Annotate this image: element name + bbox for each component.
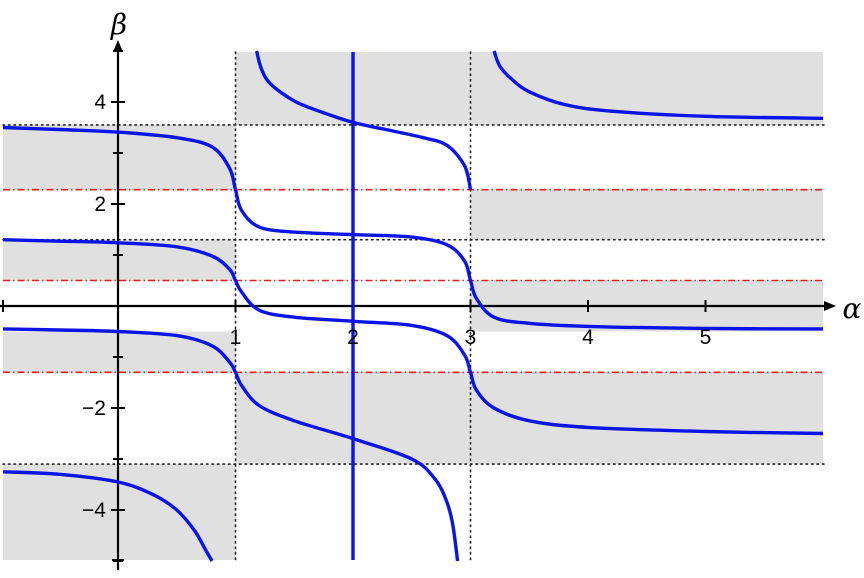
x-tick-label: 4 [582,326,594,349]
y-tick-label: −4 [82,499,106,522]
shaded-region [470,189,823,240]
y-axis-title: β [110,8,127,41]
x-tick-label: 1 [230,326,242,349]
y-tick-label: 2 [94,193,106,216]
shaded-region [3,331,236,373]
series-curve [492,50,824,120]
series-curve [2,238,824,436]
series-curve [2,125,824,331]
x-axis-title: α [843,292,862,325]
x-axis-arrow [824,301,836,311]
shaded-region [3,464,236,560]
shaded-region [3,239,236,281]
x-tick-label: 5 [700,326,712,349]
series-curve [2,470,214,562]
x-tick-label: 2 [347,326,359,349]
x-tick-label: 3 [465,326,477,349]
shaded-region [3,124,236,190]
y-axis-arrow [113,40,123,52]
series-curve [2,327,460,562]
y-tick-label: 4 [94,91,106,114]
y-tick-label: −2 [82,397,106,420]
shaded-region [470,372,823,465]
